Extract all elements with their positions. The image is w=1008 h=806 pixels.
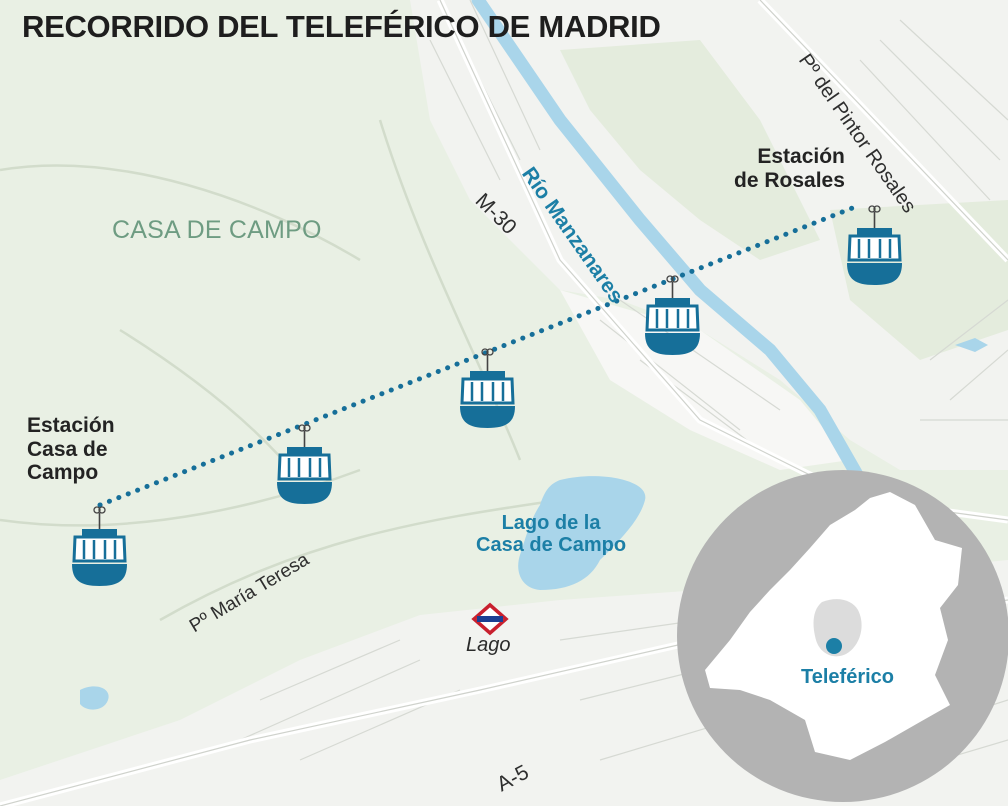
locator-map (677, 470, 1008, 802)
teleferico-marker (826, 638, 842, 654)
metro-icon (471, 602, 509, 636)
lake-label: Lago de la Casa de Campo (476, 512, 627, 557)
lake-shape (518, 476, 646, 590)
locator-label: Teleférico (801, 666, 894, 688)
metro-station-label: Lago (466, 634, 511, 656)
station-rosales-label: Estación de Rosales (734, 145, 845, 192)
map-title: RECORRIDO DEL TELEFÉRICO DE MADRID (22, 9, 661, 44)
area-label-casa-de-campo: CASA DE CAMPO (112, 216, 322, 244)
station-casa-de-campo-label: Estación Casa de Campo (27, 414, 115, 485)
